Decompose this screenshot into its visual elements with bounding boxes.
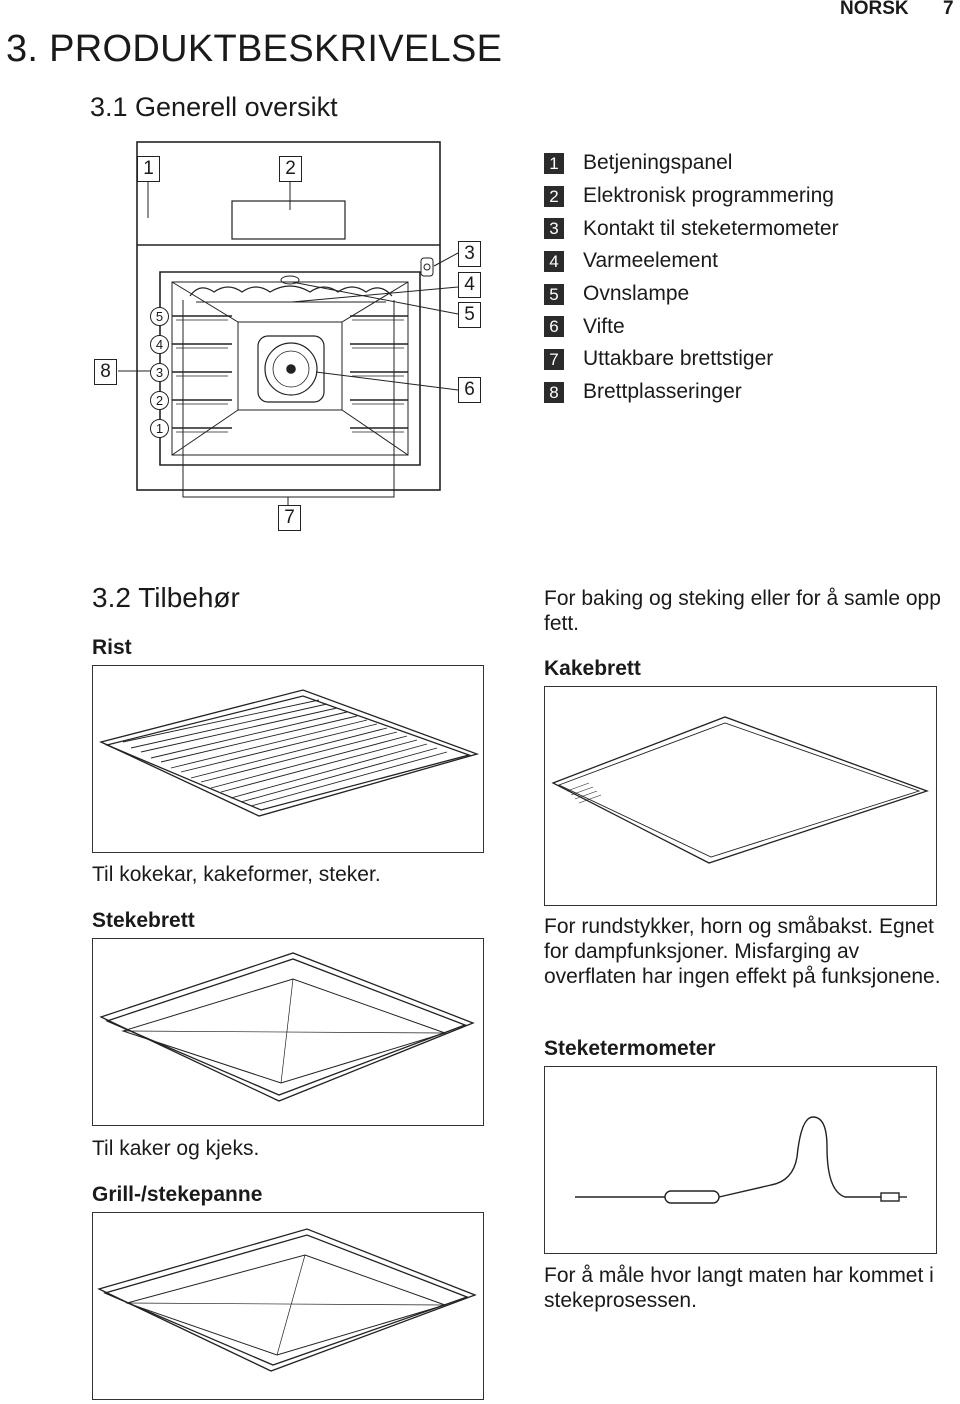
stekebrett-description: For rundstykker, horn og småbakst. Egnet…: [544, 915, 941, 988]
legend-item: 6 Vifte: [544, 310, 839, 343]
page-number: 7: [943, 0, 954, 19]
legend-number: 6: [544, 316, 564, 338]
legend-label: Ovnslampe: [583, 282, 690, 306]
diagram-label-1: 1: [137, 156, 160, 182]
legend-item: 4 Varmeelement: [544, 245, 839, 278]
diagram-label-8: 8: [94, 359, 117, 385]
legend-number: 1: [544, 152, 564, 174]
grill-heading: Grill-/stekepanne: [92, 1183, 263, 1206]
overview-title: 3.1 Generell oversikt: [90, 92, 338, 122]
baking-tray-drawing: [99, 952, 475, 1102]
steketermometer-image: [544, 1066, 937, 1254]
kakebrett-image: [544, 686, 937, 906]
shelf-level-1: 1: [150, 419, 169, 438]
legend-label: Uttakbare brettstiger: [583, 347, 774, 371]
legend-label: Brettplasseringer: [583, 380, 742, 404]
diagram-label-2: 2: [279, 156, 302, 182]
legend-number: 5: [544, 283, 564, 305]
legend-label: Elektronisk programmering: [583, 184, 834, 208]
section-title: 3. PRODUKTBESKRIVELSE: [6, 28, 503, 70]
legend-item: 5 Ovnslampe: [544, 278, 839, 311]
legend-number: 7: [544, 348, 564, 370]
legend-label: Kontakt til steketermometer: [583, 216, 839, 240]
rist-heading: Rist: [92, 636, 132, 659]
steketermometer-description: Til kaker og kjeks.: [92, 1137, 260, 1160]
overview-legend: 1 Betjeningspanel 2 Elektronisk programmer…: [544, 147, 839, 409]
steketermometer-heading: Steketermometer: [544, 1037, 716, 1060]
legend-item: 3 Kontakt til steketermometer: [544, 212, 839, 245]
shelf-level-5: 5: [150, 307, 169, 326]
baking-sheet-drawing: [551, 716, 929, 864]
grill-description: For å måle hvor langt maten har kommet i…: [544, 1264, 934, 1312]
legend-number: 4: [544, 250, 564, 272]
rack-drawing: [99, 689, 480, 817]
shelf-level-4: 4: [150, 335, 169, 354]
legend-item: 1 Betjeningspanel: [544, 147, 839, 180]
meat-probe-drawing: [575, 1116, 907, 1204]
diagram-label-3: 3: [458, 241, 481, 267]
legend-number: 8: [544, 381, 564, 403]
shelf-level-2: 2: [150, 391, 169, 410]
legend-label: Betjeningspanel: [583, 151, 733, 175]
legend-label: Vifte: [583, 314, 625, 338]
legend-label: Varmeelement: [583, 249, 719, 273]
kakebrett-heading: Kakebrett: [544, 657, 641, 680]
legend-item: 8 Brettplasseringer: [544, 376, 839, 409]
legend-item: 2 Elektronisk programmering: [544, 180, 839, 213]
grill-pan-drawing: [97, 1228, 477, 1372]
grill-image: [92, 1212, 484, 1400]
oven-diagram: 1 2 3 4 5 6 7 8 5 4 3 2 1: [0, 0, 520, 540]
diagram-label-6: 6: [458, 377, 481, 403]
rist-description: For baking og steking eller for å samle …: [544, 587, 941, 635]
rist-image: [92, 665, 484, 853]
accessories-title: 3.2 Tilbehør: [92, 582, 240, 613]
diagram-label-7: 7: [278, 505, 301, 531]
oven-drawing: [118, 141, 459, 505]
diagram-label-5: 5: [458, 302, 481, 328]
legend-item: 7 Uttakbare brettstiger: [544, 343, 839, 376]
stekebrett-image: [92, 938, 484, 1126]
legend-number: 2: [544, 185, 564, 207]
legend-number: 3: [544, 218, 564, 240]
shelf-level-3: 3: [150, 363, 169, 382]
header-language: NORSK: [840, 0, 909, 19]
kakebrett-description: Til kokekar, kakeformer, steker.: [92, 863, 381, 886]
stekebrett-heading: Stekebrett: [92, 909, 195, 932]
diagram-label-4: 4: [458, 272, 481, 298]
